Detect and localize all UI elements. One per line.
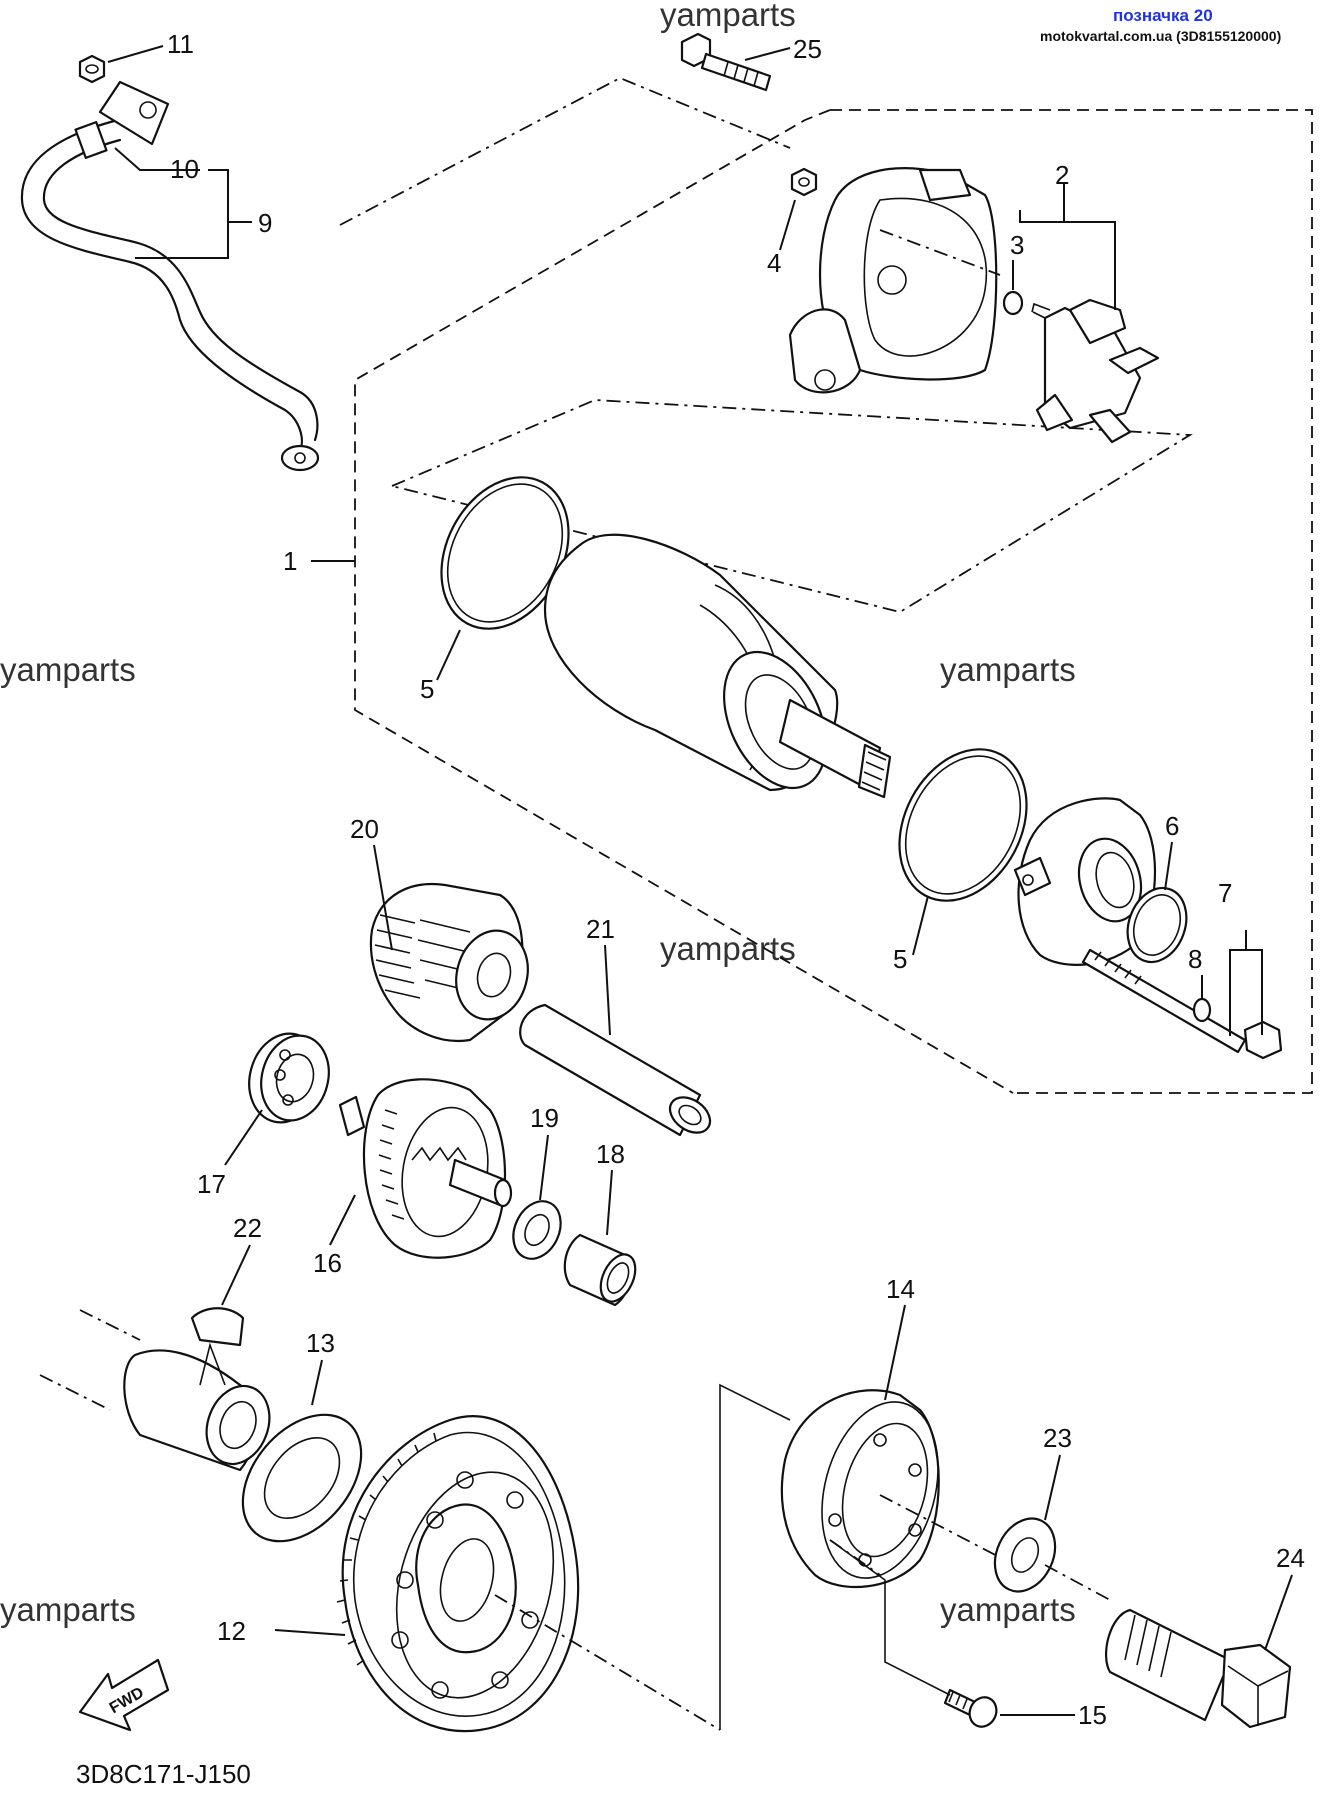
callout-19: 19 — [530, 1103, 559, 1133]
washer-19 — [512, 1200, 562, 1260]
clutch-housing-14 — [780, 1389, 940, 1589]
callout-7: 7 — [1218, 878, 1232, 908]
callout-4: 4 — [767, 248, 781, 278]
callout-5-lower: 5 — [893, 944, 907, 974]
callout-25: 25 — [793, 34, 822, 64]
watermark: yamparts — [660, 0, 796, 33]
callout-16: 16 — [313, 1248, 342, 1278]
callout-17: 17 — [197, 1169, 226, 1199]
callout-6: 6 — [1165, 811, 1179, 841]
nut-11 — [78, 54, 106, 84]
rear-cover — [788, 167, 1001, 394]
brush-holder-2 — [1031, 298, 1160, 444]
callout-14: 14 — [886, 1274, 915, 1304]
clutch-16 — [338, 1078, 513, 1259]
washer-23 — [993, 1517, 1057, 1593]
callout-2: 2 — [1055, 160, 1069, 190]
front-cover — [1013, 797, 1157, 966]
o-ring-5-lower — [898, 748, 1028, 902]
callout-24: 24 — [1276, 1543, 1305, 1573]
callout-12: 12 — [217, 1616, 246, 1646]
callout-3: 3 — [1010, 230, 1024, 260]
starter-body-dash-line — [391, 399, 1193, 613]
callout-1: 1 — [283, 546, 297, 576]
diagram-code: 3D8C171-J150 — [76, 1759, 251, 1789]
breather-hose-9 — [20, 80, 320, 472]
callout-5-upper: 5 — [420, 674, 434, 704]
callout-13: 13 — [306, 1328, 335, 1358]
bearing-17 — [248, 1032, 330, 1124]
callout-20: 20 — [350, 814, 379, 844]
watermark: yamparts — [940, 1591, 1076, 1628]
fwd-arrow-icon: FWD — [78, 1658, 170, 1732]
bolt-24 — [1105, 1608, 1292, 1729]
bolt-25 — [680, 32, 772, 92]
gear-20 — [369, 883, 529, 1043]
nut-4 — [790, 167, 818, 197]
callout-18: 18 — [596, 1139, 625, 1169]
callout-10: 10 — [170, 154, 199, 184]
watermark: yamparts — [940, 651, 1076, 688]
watermark: yamparts — [660, 930, 796, 967]
washer-8 — [1192, 997, 1212, 1023]
brush-holder-bracket — [830, 109, 1313, 1094]
bolt-7 — [1081, 948, 1283, 1060]
starter-yoke — [543, 533, 892, 799]
header-source: motokvartal.com.ua (3D8155120000) — [1040, 28, 1281, 44]
callout-9: 9 — [258, 208, 272, 238]
o-ring-3 — [1002, 290, 1024, 316]
starter-assembly-bracket — [354, 109, 1014, 1094]
crankshaft — [39, 1309, 271, 1472]
screw-15 — [943, 1688, 998, 1728]
callout-15: 15 — [1078, 1700, 1107, 1730]
needle-bearing-18 — [563, 1233, 637, 1307]
callout-11: 11 — [167, 29, 194, 59]
washer-13 — [241, 1413, 363, 1543]
gear-12 — [336, 1415, 580, 1733]
watermark: yamparts — [0, 1591, 136, 1628]
watermark: yamparts — [0, 651, 136, 688]
callout-8: 8 — [1188, 944, 1202, 974]
shaft-21 — [519, 1003, 712, 1137]
breather-dash-line — [339, 77, 791, 226]
header-tag: позначка 20 — [1113, 6, 1213, 25]
callout-21: 21 — [586, 914, 615, 944]
callout-22: 22 — [233, 1213, 262, 1243]
callout-23: 23 — [1043, 1423, 1072, 1453]
woodruff-key-22 — [190, 1307, 245, 1347]
